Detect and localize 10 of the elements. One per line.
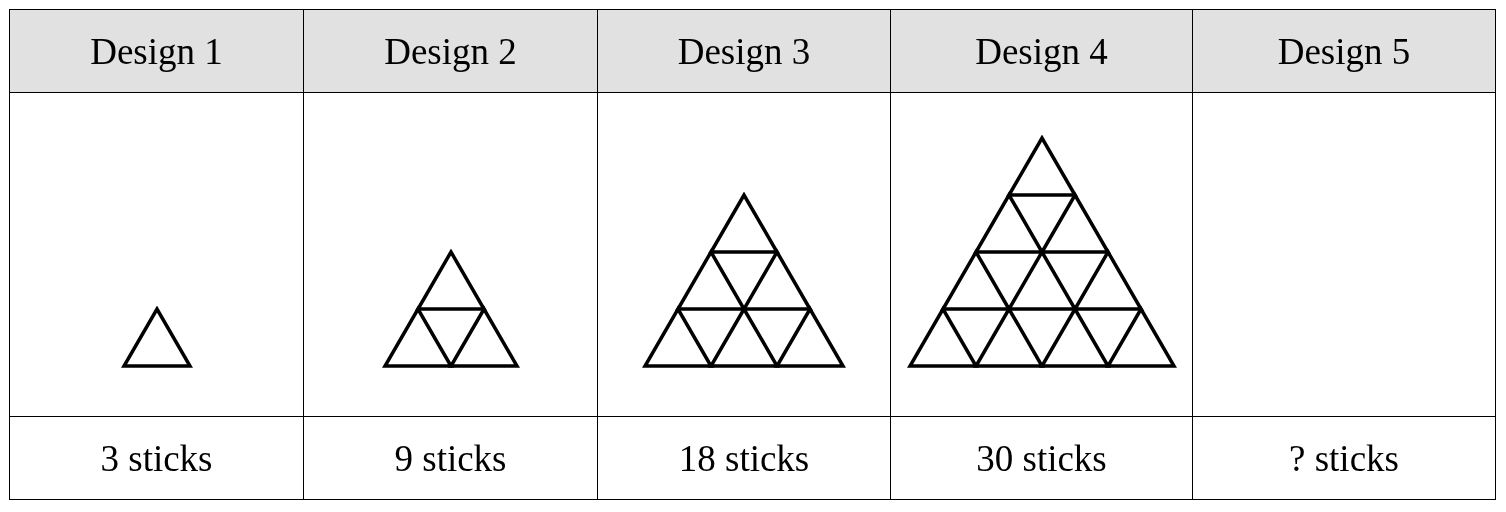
stick-count: 9 sticks bbox=[304, 417, 598, 500]
stick-count: ? sticks bbox=[1193, 417, 1496, 500]
column-header: Design 3 bbox=[598, 10, 891, 93]
stick-count: 30 sticks bbox=[891, 417, 1193, 500]
stick-count: 3 sticks bbox=[10, 417, 304, 500]
stick-count: 18 sticks bbox=[598, 417, 891, 500]
column-header: Design 1 bbox=[10, 10, 304, 93]
column-header: Design 5 bbox=[1193, 10, 1496, 93]
column-header: Design 4 bbox=[891, 10, 1193, 93]
column-header: Design 2 bbox=[304, 10, 598, 93]
